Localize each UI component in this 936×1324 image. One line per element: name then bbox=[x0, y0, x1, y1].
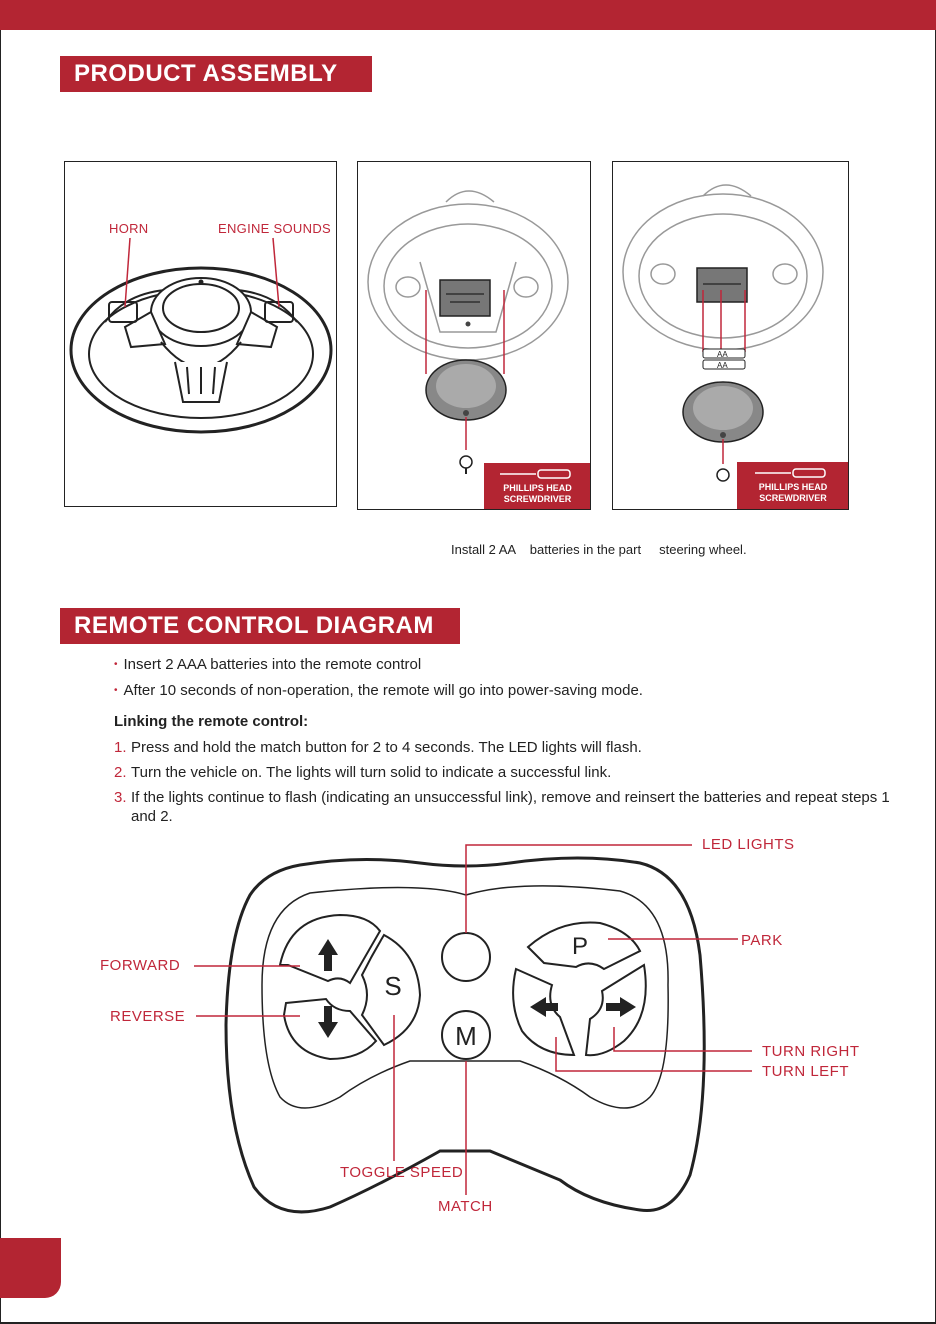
panel-steering-wheel-buttons: HORN ENGINE SOUNDS bbox=[64, 161, 337, 507]
bullet-text: After 10 seconds of non-operation, the r… bbox=[123, 682, 643, 699]
battery-mark-2: AA bbox=[717, 361, 728, 370]
bullet-item: • After 10 seconds of non-operation, the … bbox=[114, 681, 643, 707]
step-number: 3. bbox=[114, 789, 127, 806]
screwdriver-badge-2: PHILLIPS HEAD SCREWDRIVER bbox=[737, 462, 848, 509]
battery-caption: Install 2 AA batteries in the part steer… bbox=[451, 542, 747, 557]
step-text: Press and hold the match button for 2 to… bbox=[131, 739, 642, 756]
steering-wheel-back-illustration bbox=[367, 190, 569, 474]
bullet-dot: • bbox=[114, 659, 118, 670]
screwdriver-badge-2-line2: SCREWDRIVER bbox=[759, 493, 827, 503]
page-border-left bbox=[0, 30, 1, 1324]
forward-arrow-icon bbox=[318, 939, 338, 971]
panel-install-batteries: AA AA PHILLIPS HEAD SCREWDRIVER bbox=[612, 161, 849, 510]
horn-label: HORN bbox=[109, 221, 149, 236]
remote-control-illustration: S M P bbox=[194, 844, 752, 1214]
remote-inner-outline bbox=[261, 885, 669, 1109]
panel-remove-cover: PHILLIPS HEAD SCREWDRIVER bbox=[357, 161, 591, 510]
screwdriver-icon bbox=[500, 469, 571, 479]
turn-left-arrow-icon bbox=[530, 997, 558, 1017]
bullet-text: Insert 2 AAA batteries into the remote c… bbox=[123, 656, 422, 673]
speed-button-letter[interactable]: S bbox=[384, 971, 401, 1001]
battery-install-illustration: AA AA bbox=[622, 184, 824, 482]
top-bar bbox=[0, 0, 936, 30]
reverse-arrow-icon bbox=[318, 1006, 338, 1038]
page-corner-tab bbox=[0, 1238, 61, 1298]
battery-mark-1: AA bbox=[717, 350, 728, 359]
match-button[interactable] bbox=[441, 1010, 491, 1060]
match-label: MATCH bbox=[438, 1198, 493, 1215]
linking-title: Linking the remote control: bbox=[114, 713, 309, 730]
screwdriver-badge-line1: PHILLIPS HEAD bbox=[503, 483, 572, 493]
linking-steps: 1. Press and hold the match button for 2… bbox=[114, 738, 904, 832]
step-number: 1. bbox=[114, 739, 127, 756]
turn-left-label: TURN LEFT bbox=[762, 1063, 849, 1080]
remote-diagram-heading: REMOTE CONTROL DIAGRAM bbox=[60, 608, 460, 644]
screwdriver-badge-line2: SCREWDRIVER bbox=[503, 494, 572, 504]
turn-right-arrow-icon bbox=[606, 997, 636, 1017]
park-button-letter[interactable]: P bbox=[572, 933, 588, 960]
reverse-label: REVERSE bbox=[110, 1008, 186, 1025]
steering-wheel-illustration bbox=[69, 237, 333, 434]
turn-right-label: TURN RIGHT bbox=[762, 1043, 860, 1060]
led-lights-indicator bbox=[441, 932, 491, 982]
led-lights-label: LED LIGHTS bbox=[702, 836, 795, 853]
page-border-bottom bbox=[0, 1322, 936, 1324]
step-number: 2. bbox=[114, 764, 127, 781]
product-assembly-heading: PRODUCT ASSEMBLY bbox=[60, 56, 372, 92]
step-item: 1. Press and hold the match button for 2… bbox=[114, 738, 904, 757]
park-label: PARK bbox=[741, 932, 783, 949]
screwdriver-badge: PHILLIPS HEAD SCREWDRIVER bbox=[484, 463, 590, 509]
bullet-item: • Insert 2 AAA batteries into the remote … bbox=[114, 655, 643, 681]
toggle-speed-label: TOGGLE SPEED bbox=[340, 1164, 464, 1181]
forward-label: FORWARD bbox=[100, 957, 181, 974]
step-text: Turn the vehicle on. The lights will tur… bbox=[131, 764, 612, 781]
step-item: 2.Turn the vehicle on. The lights will t… bbox=[114, 763, 904, 782]
bullet-dot: • bbox=[114, 685, 118, 696]
step-item: 3.If the lights continue to flash (indic… bbox=[114, 788, 904, 826]
step-text: If the lights continue to flash (indicat… bbox=[131, 789, 890, 825]
screwdriver-badge-2-line1: PHILLIPS HEAD bbox=[758, 482, 828, 492]
match-button-letter[interactable]: M bbox=[455, 1021, 477, 1051]
remote-bullets: • Insert 2 AAA batteries into the remote … bbox=[114, 655, 643, 707]
screwdriver-icon-2 bbox=[755, 468, 826, 478]
engine-sounds-label: ENGINE SOUNDS bbox=[218, 221, 331, 236]
